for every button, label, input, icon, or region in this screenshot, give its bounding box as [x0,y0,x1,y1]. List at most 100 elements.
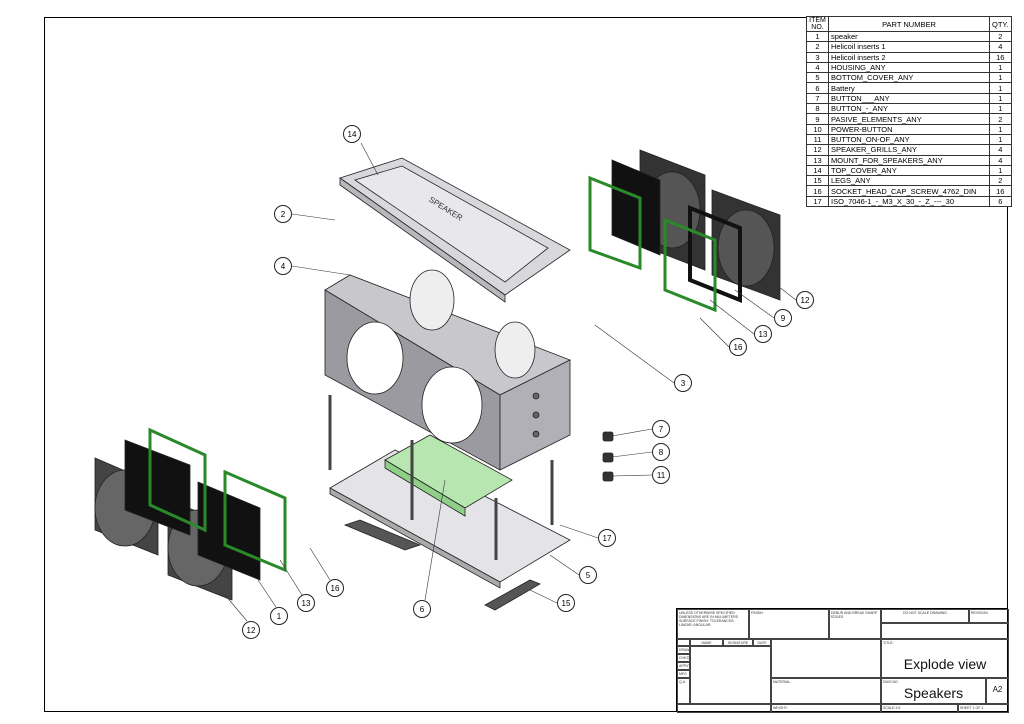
balloon-13: 13 [297,594,315,612]
bom-item-no: 4 [806,61,829,74]
checked-label: CHK'D [677,654,690,662]
bom-item-no: 13 [806,154,829,166]
sheet-label: SHEET 1 OF 1 [958,704,1009,713]
leg [484,579,541,611]
balloon-14: 14 [343,125,361,143]
battery [384,434,513,517]
balloon-16: 16 [729,338,747,356]
drawing-title: Explode view [903,655,987,672]
name-header: NAME [690,639,723,646]
bom-qty: 2 [989,30,1012,43]
bom-part-number: TOP_COVER_ANY [828,164,990,177]
bom-part-number: ISO_7046-1_-_M3_X_30_-_Z_---_30 [828,195,990,208]
bom-part-number: BUTTON_ON-OF_ANY [828,133,990,146]
debur-note: DEBUR AND BREAK SHARP EDGES [829,609,881,639]
bom-header-part: PART NUMBER [828,16,990,32]
housing [324,269,571,471]
bom-item-no: 1 [806,30,829,43]
balloon-6: 6 [413,600,431,618]
bom-qty: 4 [989,41,1012,53]
scale-label: SCALE:1:5 [881,704,958,713]
leader-lines [224,142,797,622]
bom-qty: 4 [989,144,1012,156]
revision-cell [881,623,1009,639]
bom-qty: 1 [989,133,1012,146]
balloon-8: 8 [652,443,670,461]
date-header: DATE [753,639,771,646]
bom-qty: 16 [989,51,1012,63]
bom-item-no: 8 [806,103,829,115]
bom-part-number: LEGS_ANY [828,175,990,187]
qa-label: Q.A [677,678,690,704]
do-not-scale: DO NOT SCALE DRAWING [881,609,969,623]
weight-label: WEIGHT: [771,704,881,713]
blank-cell [677,639,690,646]
tolerances-note: UNLESS OTHERWISE SPECIFIED: DIMENSIONS A… [677,609,749,639]
bottom-cover [329,449,571,589]
mfg-label: MFG [677,670,690,678]
bom-qty: 1 [989,82,1012,94]
balloon-3: 3 [674,374,692,392]
bom-item-no: 2 [806,41,829,53]
bom-qty: 1 [989,123,1012,135]
bom-item-no: 11 [806,133,829,146]
title-block: UNLESS OTHERWISE SPECIFIED: DIMENSIONS A… [676,608,1009,713]
approved-label: APPV'D [677,662,690,670]
sheet-border [44,17,1008,712]
bom-part-number: speaker [828,30,990,43]
dwg-no-label: DWG NO. [883,680,899,684]
bom-part-number: PASIVE_ELEMENTS_ANY [828,113,990,125]
balloon-15: 15 [557,594,575,612]
notes-grid [771,639,881,678]
bom-item-no: 7 [806,92,829,105]
bom-qty: 1 [989,72,1012,84]
long-screws [328,395,554,560]
right-speaker-group [588,149,781,313]
dwg-no-cell: DWG NO. Speakers [881,678,986,704]
balloon-12: 12 [242,621,260,639]
title-label: TITLE: [883,641,894,645]
balloon-7: 7 [652,420,670,438]
drawn-label: DRAWN [677,646,690,654]
bom-item-no: 5 [806,72,829,84]
material-label: MATERIAL: [771,678,881,704]
buttons [602,431,614,482]
balloon-12: 12 [796,291,814,309]
balloon-11: 11 [652,466,670,484]
bom-item-no: 14 [806,164,829,177]
balloon-2: 2 [274,205,292,223]
bom-part-number: BUTTON_-_ANY [828,103,990,115]
balloon-4: 4 [274,257,292,275]
bom-part-number: POWER-BUTTON [828,123,990,135]
signature-header: SIGNATURE [723,639,753,646]
bom-header-qty: QTY. [989,16,1012,32]
bom-item-no: 12 [806,144,829,156]
bom-item-no: 10 [806,123,829,135]
bom-part-number: MOUNT_FOR_SPEAKERS_ANY [828,154,990,166]
left-speaker-group [94,427,287,601]
bom-qty: 4 [989,154,1012,166]
bom-item-no: 9 [806,113,829,125]
leg [343,519,422,551]
revision-label: REVISION [969,609,1009,623]
bom-part-number: HOUSING_ANY [828,61,990,74]
signature-grid [690,646,771,704]
top-cover: SPEAKER [339,157,571,303]
drawing-number: Speakers [903,685,964,701]
